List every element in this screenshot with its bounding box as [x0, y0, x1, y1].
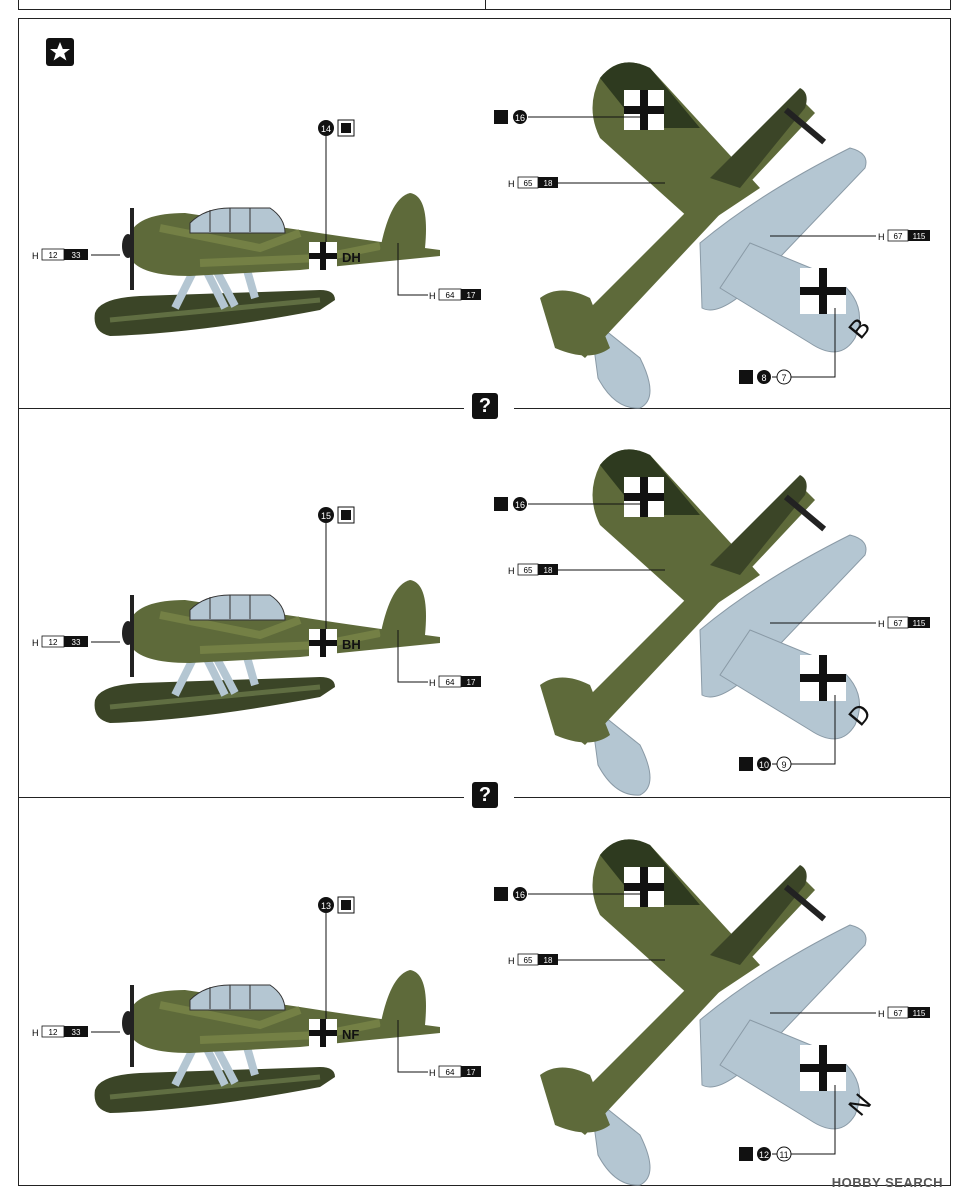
svg-text:H: H	[32, 638, 39, 648]
top-paint-label-a: H 65 18	[508, 563, 558, 576]
svg-text:H: H	[429, 1068, 436, 1078]
svg-text:67: 67	[894, 1009, 903, 1018]
float-cross-icon	[800, 1045, 846, 1091]
svg-text:17: 17	[467, 291, 476, 300]
top-paint-label-b: H 67 115	[878, 229, 930, 242]
svg-text:7: 7	[781, 373, 786, 383]
svg-text:64: 64	[446, 291, 455, 300]
right-paint-label: H 64 17	[429, 675, 481, 688]
svg-text:115: 115	[913, 619, 926, 628]
float-cross-icon	[800, 268, 846, 314]
wing-cross-icon	[624, 867, 664, 907]
svg-text:18: 18	[544, 179, 553, 188]
side-decal-callout: 13	[318, 896, 355, 914]
svg-text:16: 16	[515, 500, 525, 510]
svg-text:33: 33	[72, 638, 81, 647]
svg-text:12: 12	[49, 1028, 58, 1037]
aircraft-panel-2: BH H 12 33 15 H 64 17	[32, 449, 930, 796]
svg-text:17: 17	[467, 1068, 476, 1077]
float-cross-icon	[800, 655, 846, 701]
svg-text:115: 115	[913, 1009, 926, 1018]
svg-text:10: 10	[759, 760, 769, 770]
balkenkreuz-icon	[309, 242, 337, 270]
svg-text:H: H	[429, 291, 436, 301]
top-paint-label-a: H 65 18	[508, 953, 558, 966]
svg-text:17: 17	[467, 678, 476, 687]
wing-cross-icon	[624, 90, 664, 130]
svg-text:67: 67	[894, 619, 903, 628]
star-badge-icon	[46, 38, 74, 66]
side-view-aircraft: DH	[94, 193, 440, 336]
right-paint-label: H 64 17	[429, 288, 481, 301]
top-decal-callout: 16	[494, 887, 527, 901]
top-frame	[18, 0, 951, 10]
bottom-decal-callout: 12 11	[739, 1146, 792, 1162]
left-paint-label: H 12 33	[32, 635, 88, 648]
svg-text:65: 65	[524, 956, 533, 965]
unknown-badge: ?	[472, 393, 498, 419]
unknown-badge: ?	[472, 782, 498, 808]
svg-text:64: 64	[446, 678, 455, 687]
svg-text:8: 8	[761, 373, 766, 383]
svg-text:H: H	[878, 232, 885, 242]
svg-text:12: 12	[759, 1150, 769, 1160]
balkenkreuz-icon	[309, 629, 337, 657]
top-view-aircraft: D	[540, 449, 877, 796]
svg-text:9: 9	[781, 760, 786, 770]
svg-text:33: 33	[72, 1028, 81, 1037]
bottom-decal-callout: 8 7	[739, 369, 792, 385]
fuselage-code: NF	[342, 1027, 359, 1042]
svg-text:18: 18	[544, 566, 553, 575]
svg-text:H: H	[429, 678, 436, 688]
svg-text:H: H	[508, 956, 515, 966]
top-decal-callout: 16	[494, 110, 527, 124]
svg-text:H: H	[32, 1028, 39, 1038]
svg-text:16: 16	[515, 113, 525, 123]
top-view-aircraft: N	[540, 839, 877, 1186]
svg-text:H: H	[878, 619, 885, 629]
svg-text:65: 65	[524, 566, 533, 575]
svg-text:11: 11	[779, 1150, 788, 1160]
svg-text:H: H	[508, 179, 515, 189]
side-decal-callout: 14	[318, 119, 355, 137]
svg-text:12: 12	[49, 638, 58, 647]
top-paint-label-b: H 67 115	[878, 1006, 930, 1019]
watermark: HOBBY SEARCH	[831, 1175, 943, 1190]
side-decal-callout: 15	[318, 506, 355, 524]
svg-text:33: 33	[72, 251, 81, 260]
instruction-sheet	[18, 18, 951, 1186]
side-view-aircraft: NF	[94, 970, 440, 1113]
svg-text:15: 15	[321, 511, 331, 521]
svg-text:18: 18	[544, 956, 553, 965]
svg-text:H: H	[508, 566, 515, 576]
svg-text:H: H	[878, 1009, 885, 1019]
svg-text:65: 65	[524, 179, 533, 188]
balkenkreuz-icon	[309, 1019, 337, 1047]
svg-text:16: 16	[515, 890, 525, 900]
fuselage-code: DH	[342, 250, 361, 265]
wing-cross-icon	[624, 477, 664, 517]
aircraft-panel-3: NF H 12 33 13 H 64 17	[32, 839, 930, 1186]
top-view-aircraft: B	[540, 62, 876, 409]
aircraft-panel-1: DH H 12 33 14 H 64 17	[32, 62, 930, 409]
side-view-aircraft: BH	[94, 580, 440, 723]
svg-text:64: 64	[446, 1068, 455, 1077]
top-decal-callout: 16	[494, 497, 527, 511]
left-paint-label: H 12 33	[32, 248, 88, 261]
right-paint-label: H 64 17	[429, 1065, 481, 1078]
svg-text:13: 13	[321, 901, 331, 911]
top-paint-label-b: H 67 115	[878, 616, 930, 629]
svg-text:12: 12	[49, 251, 58, 260]
svg-text:H: H	[32, 251, 39, 261]
top-paint-label-a: H 65 18	[508, 176, 558, 189]
svg-text:67: 67	[894, 232, 903, 241]
fuselage-code: BH	[342, 637, 361, 652]
svg-text:14: 14	[321, 124, 331, 134]
bottom-decal-callout: 10 9	[739, 756, 792, 772]
svg-text:115: 115	[913, 232, 926, 241]
left-paint-label: H 12 33	[32, 1025, 88, 1038]
